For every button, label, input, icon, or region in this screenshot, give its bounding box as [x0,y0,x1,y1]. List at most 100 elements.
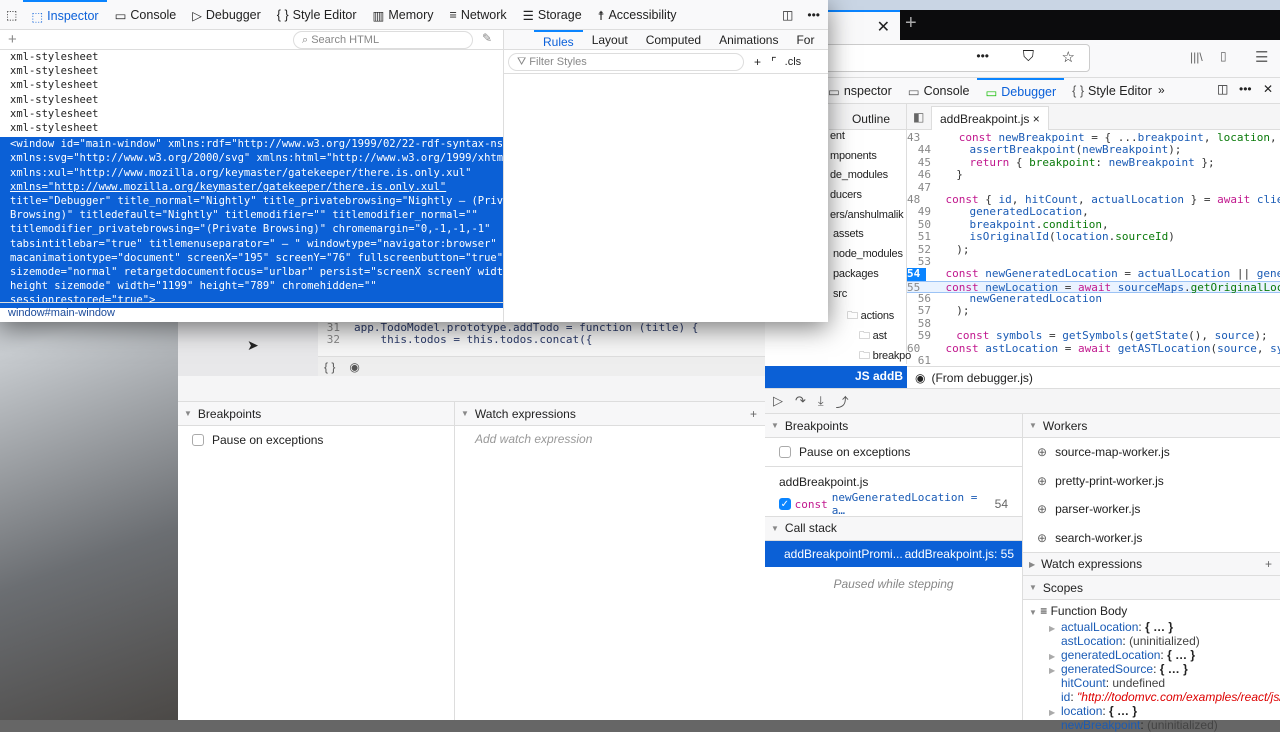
watch-input[interactable]: Add watch expression [475,432,593,446]
scope-variable[interactable]: hitCount: undefined [1029,676,1280,690]
toolbox-tab[interactable]: ▭Console [107,0,185,30]
library-icon[interactable]: |||\ [1190,50,1203,64]
worker-item[interactable]: ⊕pretty-print-worker.js [1023,467,1280,496]
tree-item[interactable]: assets [829,228,906,248]
sidebar-tab[interactable]: Computed [645,33,702,47]
tree-item[interactable]: 🗀 ast [829,327,906,347]
pocket-icon[interactable]: ⛉ [1022,48,1034,65]
tree-item[interactable]: src [829,288,906,308]
toolbox-tab[interactable]: { }Style Editor [269,0,365,30]
close-tab-icon[interactable]: ✕ [876,19,890,36]
tree-item[interactable]: ducers [829,189,906,209]
scope-variable[interactable]: ▶generatedSource: { … } [1029,662,1280,676]
markup-node[interactable]: xml-stylesheet [10,107,99,120]
toolbox-tab[interactable]: ≡Network [442,0,515,30]
step-over-icon[interactable]: ↷ [795,393,806,408]
toolbox-tab[interactable]: ▷Debugger [184,0,269,30]
menu-icon[interactable]: ☰ [1255,49,1269,66]
outline-tab[interactable]: Outline [829,104,906,130]
sidebar-icon[interactable]: ▯ [1220,49,1227,63]
breakpoints-header[interactable]: ▼Breakpoints [178,402,454,426]
search-html-input[interactable]: ⌕ Search HTML [293,31,473,49]
add-watch-icon[interactable]: + [749,406,757,421]
add-rule-icon[interactable]: + [754,54,762,69]
line-number[interactable]: 50 [917,217,931,231]
scope-variable[interactable]: ▶location: { … } [1029,704,1280,718]
line-number[interactable]: 57 [917,304,931,318]
pseudo-class-icon[interactable]: ⌜ [771,54,777,69]
selected-node[interactable]: <window id="main-window" xmlns:rdf="http… [0,137,503,308]
options-icon[interactable]: ••• [807,8,820,22]
tree-item[interactable]: de_modules [829,169,906,189]
line-number[interactable]: 46 [917,168,931,182]
line-number[interactable]: 48 [907,192,921,206]
devtools-tab[interactable]: ▭Console [900,78,978,104]
sidebar-tab[interactable]: For [796,33,815,47]
toolbox-tab[interactable]: ☨Accessibility [590,0,685,30]
scope-variable[interactable]: astLocation: (uninitialized) [1029,634,1280,648]
close-file-icon[interactable]: × [1032,112,1040,126]
breakpoint-checkbox[interactable]: ✓ [779,498,791,510]
line-number[interactable]: 44 [917,143,931,157]
worker-item[interactable]: ⊕parser-worker.js [1023,495,1280,524]
new-tab-icon[interactable]: + [905,12,917,34]
toolbox-tab[interactable]: ☰Storage [515,0,590,30]
devtools-tab[interactable]: ▭Debugger [977,78,1065,104]
toolbox-tab[interactable]: ⬚Inspector [23,0,107,30]
add-node-icon[interactable]: + [8,31,17,48]
line-number[interactable]: 60 [907,341,921,355]
tree-item[interactable]: ent [829,130,906,150]
filter-styles-input[interactable]: ⛛ Filter Styles [508,52,744,71]
eye-icon[interactable]: ◉ [349,359,360,374]
code-editor[interactable]: 43 const newBreakpoint = { ...breakpoint… [907,132,1280,366]
tree-item[interactable]: packages [829,268,906,288]
step-in-icon[interactable]: ⤓ [817,393,824,408]
close-devtools-icon[interactable]: ✕ [1263,82,1274,96]
overflow-chevron-icon[interactable]: » [1158,83,1165,97]
scope-function-body[interactable]: ▼ ≡ Function Body [1029,604,1128,618]
scope-variable[interactable]: id: "http://todomvc.com/examples/react/j… [1029,690,1280,704]
pick-element-icon[interactable]: ⬚ [6,8,18,22]
file-tab[interactable]: addBreakpoint.js × [931,106,1049,130]
markup-node[interactable]: xml-stylesheet [10,51,99,63]
line-number[interactable]: 59 [917,329,931,343]
sidebar-tab[interactable]: Rules [534,30,583,49]
tree-item[interactable]: mponents [829,150,906,170]
tree-item[interactable]: 🗀 actions [829,307,906,327]
pause-exceptions-checkbox[interactable] [779,445,791,458]
toolbox-tab[interactable]: ▥Memory [365,0,442,30]
line-number[interactable]: 51 [917,230,931,244]
line-number[interactable]: 61 [917,354,931,366]
pause-exceptions-checkbox[interactable] [192,434,204,447]
pretty-print-icon[interactable]: { } [324,359,336,374]
markup-node[interactable]: xml-stylesheet [10,65,99,78]
line-number[interactable]: 55 [907,280,921,294]
breakpoint-marker[interactable]: 54 [907,267,927,281]
callstack-header[interactable]: ▼Call stack [765,516,1022,541]
dock-icon[interactable]: ◫ [782,8,794,22]
scope-variable[interactable]: ▶actualLocation: { … } [1029,620,1280,634]
scopes-header[interactable]: ▼Scopes [1023,576,1280,600]
tree-item[interactable]: ers/anshulmalik [829,209,906,229]
tree-item[interactable]: 🗀 breakpo [829,347,911,367]
scope-variable[interactable]: ▶generatedLocation: { … } [1029,648,1280,662]
call-frame[interactable]: addBreakpointPromi...addBreakpoint.js: 5… [765,540,1022,567]
markup-node[interactable]: xml-stylesheet [10,79,99,92]
add-watch-icon[interactable]: + [1264,557,1272,571]
markup-node[interactable]: xml-stylesheet [10,93,99,106]
more-icon[interactable]: ••• [976,49,989,63]
devtools-tab[interactable]: ▭nspector [820,78,900,104]
sidebar-tab[interactable]: Animations [719,33,779,47]
breadcrumb[interactable]: window#main-window [0,302,504,322]
eyedropper-icon[interactable]: ✎ [482,31,493,45]
breakpoints-header[interactable]: ▼Breakpoints [765,414,1022,438]
cls-toggle[interactable]: .cls [784,55,802,68]
tree-item[interactable]: node_modules [829,248,906,268]
markup-node[interactable]: xml-stylesheet [10,122,99,135]
line-number[interactable]: 52 [917,242,931,256]
devtools-tab[interactable]: { }Style Editor [1064,78,1160,104]
line-number[interactable]: 49 [917,205,931,219]
line-number[interactable]: 53 [917,254,931,268]
line-number[interactable]: 47 [917,180,931,194]
line-number[interactable]: 58 [917,316,931,330]
